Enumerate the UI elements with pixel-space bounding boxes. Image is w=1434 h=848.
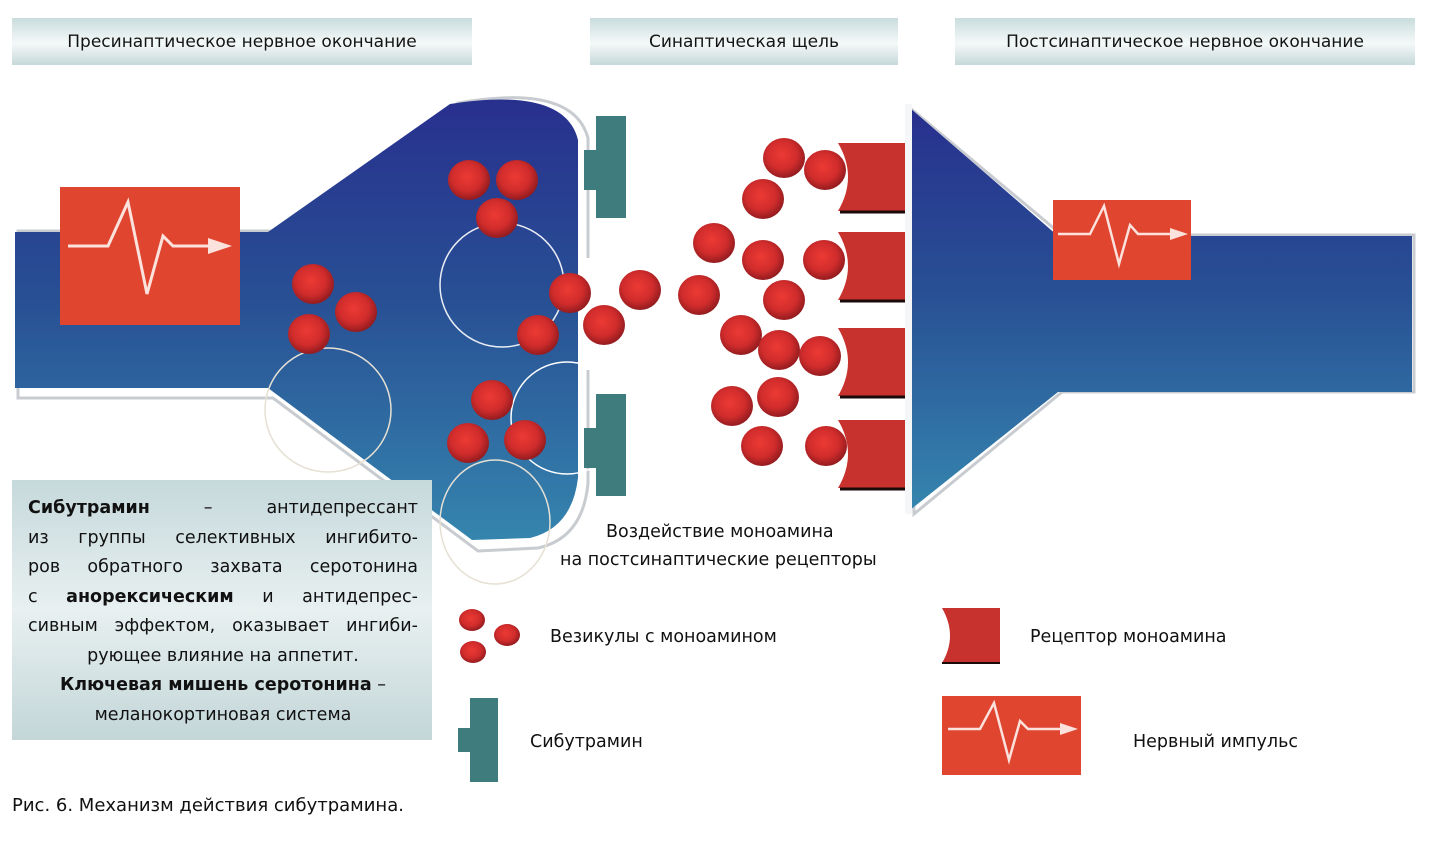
description-text: с xyxy=(28,586,38,607)
receptor xyxy=(838,328,905,399)
vesicle xyxy=(804,150,846,190)
cleft-header: Синаптическая щель xyxy=(590,18,898,65)
vesicle xyxy=(335,292,377,332)
description-line: рующее влияние на аппетит. xyxy=(87,645,359,666)
nerve-impulse-icon xyxy=(60,187,240,325)
vesicle xyxy=(803,240,845,280)
description-line: Сибутрамин – антидепрессант xyxy=(28,494,418,524)
legend-label-nerve-impulse: Нервный импульс xyxy=(1133,732,1299,752)
vesicle xyxy=(758,330,800,370)
vesicle xyxy=(805,426,847,466)
description-text: – xyxy=(377,675,387,695)
vesicle xyxy=(619,270,661,310)
vesicle xyxy=(678,275,720,315)
sibutramine-blocker xyxy=(584,394,626,496)
key-target: Ключевая мишень серотонина xyxy=(59,675,372,695)
outline-circle xyxy=(439,459,551,585)
vesicle xyxy=(471,380,513,420)
legend-vesicles-icon xyxy=(459,609,520,663)
legend-label-receptor: Рецептор моноамина xyxy=(1030,627,1227,647)
description-line: из группы селективных ингибито- xyxy=(28,527,418,548)
cleft-header-text: Синаптическая щель xyxy=(648,31,840,52)
vesicle xyxy=(288,314,330,354)
annotation-line-1: Воздействие моноамина xyxy=(606,522,834,542)
vesicle xyxy=(292,264,334,304)
description-text: и антидепрес- xyxy=(262,586,418,607)
vesicle xyxy=(799,336,841,376)
vesicle xyxy=(741,426,783,466)
drug-name: Сибутрамин xyxy=(28,498,150,518)
vesicle xyxy=(504,420,546,460)
vesicle xyxy=(583,305,625,345)
outline-circle xyxy=(264,347,392,473)
receptor xyxy=(838,232,905,303)
vesicle xyxy=(757,377,799,417)
vesicle xyxy=(448,160,490,200)
receptor xyxy=(838,143,905,214)
description-line: меланокортиновая система xyxy=(94,704,352,725)
description-line: Ключевая мишень серотонина – xyxy=(28,671,418,701)
legend-label-sibutramine: Сибутрамин xyxy=(530,732,643,752)
vesicle xyxy=(720,315,762,355)
description-line: с анорексическим и антидепрес- xyxy=(28,583,418,613)
vesicle xyxy=(549,273,591,313)
postsynaptic-neuron xyxy=(905,104,1416,518)
vesicle xyxy=(763,138,805,178)
vesicle xyxy=(496,160,538,200)
effect-term: анорексическим xyxy=(66,586,234,607)
description-text: – антидепрессант xyxy=(203,498,418,518)
legend-nerve-impulse-icon xyxy=(942,696,1081,775)
vesicle xyxy=(517,315,559,355)
vesicle xyxy=(742,240,784,280)
legend-receptor-icon xyxy=(942,608,1000,664)
legend-sibutramine-icon xyxy=(458,698,498,782)
description-line: ров обратного захвата серотонина xyxy=(28,557,418,577)
legend-label-vesicles: Везикулы с моноамином xyxy=(550,627,777,647)
annotation-line-2: на постсинаптические рецепторы xyxy=(560,550,877,570)
vesicle xyxy=(447,423,489,463)
presynaptic-header: Пресинаптическое нервное окончание xyxy=(12,18,472,65)
vesicle xyxy=(763,280,805,320)
receptor xyxy=(838,420,905,491)
vesicle xyxy=(693,223,735,263)
vesicle xyxy=(476,198,518,238)
postsynaptic-header-text: Постсинаптическое нервное окончание xyxy=(1006,31,1364,52)
vesicle xyxy=(711,386,753,426)
nerve-impulse-icon xyxy=(1053,200,1191,280)
sibutramine-blocker xyxy=(584,116,626,218)
figure-caption: Рис. 6. Механизм действия сибутрамина. xyxy=(12,795,404,816)
description-line: сивным эффектом, оказывает ингиби- xyxy=(28,616,418,636)
vesicle xyxy=(742,179,784,219)
presynaptic-header-text: Пресинаптическое нервное окончание xyxy=(67,31,417,52)
description-box: Сибутрамин – антидепрессант из группы се… xyxy=(12,480,432,740)
postsynaptic-header: Постсинаптическое нервное окончание xyxy=(955,18,1415,65)
